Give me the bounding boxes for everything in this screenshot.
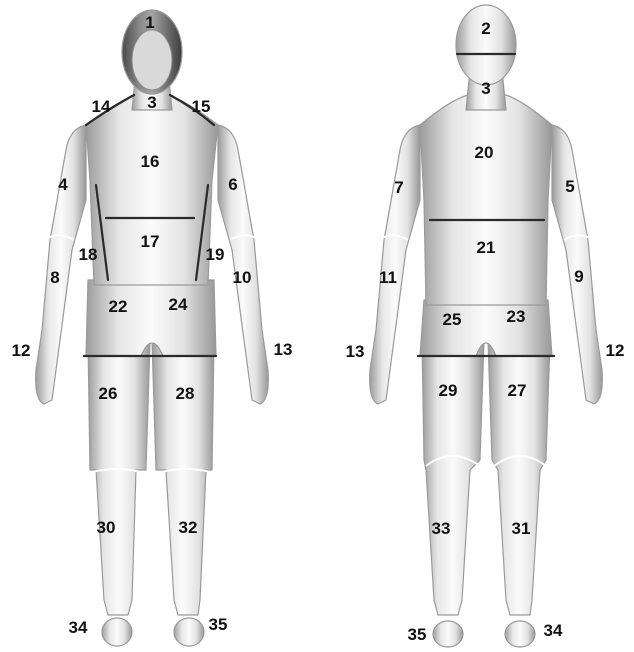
- front-pelvis: [86, 280, 216, 356]
- segment-label-35: 35: [209, 615, 228, 634]
- segment-label-12-back: 12: [606, 341, 625, 360]
- segment-label-32: 32: [179, 518, 198, 537]
- segment-label-22: 22: [109, 297, 128, 316]
- segment-label-1: 1: [145, 13, 154, 32]
- back-left-arm: [370, 125, 420, 404]
- segment-label-13-back: 13: [346, 342, 365, 361]
- segment-label-29: 29: [439, 381, 458, 400]
- segment-label-11: 11: [379, 268, 397, 287]
- segment-label-30: 30: [97, 518, 116, 537]
- segment-label-35-back: 35: [408, 625, 427, 644]
- segment-label-23: 23: [507, 307, 526, 326]
- segment-label-12: 12: [12, 341, 31, 360]
- back-right-foot: [505, 621, 535, 647]
- segment-label-18: 18: [79, 245, 98, 264]
- segment-label-19: 19: [206, 245, 225, 264]
- front-face: [132, 30, 172, 90]
- front-left-thigh: [88, 340, 150, 615]
- segment-label-17: 17: [141, 232, 160, 251]
- segment-label-34-back: 34: [544, 621, 563, 640]
- front-right-thigh: [152, 340, 214, 615]
- segment-label-10: 10: [233, 268, 252, 287]
- segment-label-31: 31: [512, 519, 531, 538]
- back-right-arm: [552, 125, 602, 404]
- back-torso: [420, 95, 552, 305]
- segment-label-9: 9: [574, 267, 583, 286]
- front-right-foot: [174, 618, 204, 646]
- segment-label-27: 27: [508, 381, 527, 400]
- segment-label-14: 14: [92, 97, 111, 116]
- segment-label-2: 2: [481, 19, 490, 38]
- segment-label-3: 3: [147, 93, 156, 112]
- back-left-foot: [433, 621, 463, 647]
- front-left-foot: [102, 618, 132, 646]
- front-left-arm: [36, 125, 86, 404]
- segment-label-3-back: 3: [481, 79, 490, 98]
- segment-label-4: 4: [58, 175, 68, 194]
- segment-label-6: 6: [228, 175, 237, 194]
- segment-label-21: 21: [477, 238, 496, 257]
- segment-label-26: 26: [99, 384, 118, 403]
- segment-label-7: 7: [394, 178, 403, 197]
- segment-label-15: 15: [192, 97, 211, 116]
- back-pelvis: [420, 300, 552, 356]
- segment-label-33: 33: [432, 519, 451, 538]
- segment-label-5: 5: [565, 177, 574, 196]
- back-view: [370, 5, 603, 647]
- segment-label-13: 13: [274, 340, 293, 359]
- front-right-arm: [218, 125, 268, 404]
- segment-label-16: 16: [141, 152, 160, 171]
- segment-label-28: 28: [176, 384, 195, 403]
- segment-label-25: 25: [443, 310, 462, 329]
- segment-label-24: 24: [169, 295, 188, 314]
- back-head: [456, 5, 516, 85]
- segment-label-20: 20: [475, 143, 494, 162]
- segment-label-34: 34: [69, 618, 88, 637]
- segment-label-8: 8: [50, 268, 59, 287]
